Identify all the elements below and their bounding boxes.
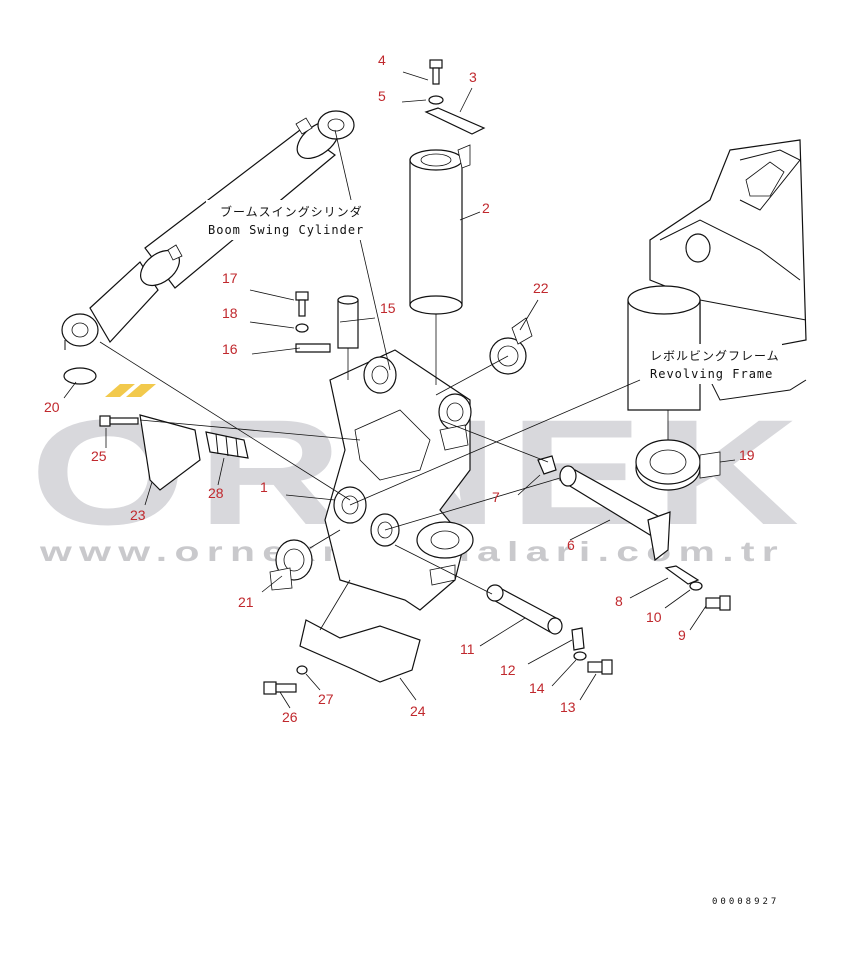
assembly-lines: [99, 129, 669, 631]
callout-5: 5: [378, 88, 386, 104]
callout-7: 7: [492, 489, 500, 505]
bolt-25: [99, 415, 139, 427]
callout-25: 25: [91, 448, 107, 464]
callout-14: 14: [529, 680, 545, 696]
bolt-9: [705, 595, 731, 611]
callout-8: 8: [615, 593, 623, 609]
cover-plate-24: [299, 619, 421, 683]
shim-22: [489, 317, 533, 375]
grease-fitting-7: [537, 455, 557, 475]
component-labels: ブームスイングシリンダ Boom Swing Cylinder レボルビングフレ…: [206, 200, 782, 384]
washer-27: [296, 665, 308, 675]
document-number: 00008927: [712, 897, 779, 907]
washer-18: [295, 323, 309, 333]
callouts: 1 2 3 4 5 6 7 8 9 10 11 12 13 14 15 16 1…: [44, 52, 755, 725]
callout-26: 26: [282, 709, 298, 725]
washer-14: [573, 651, 587, 661]
lock-plate-16: [295, 343, 331, 353]
callout-10: 10: [646, 609, 662, 625]
swing-bracket: [324, 349, 474, 611]
callout-3: 3: [469, 69, 477, 85]
lock-plate: [424, 107, 486, 135]
callout-13: 13: [560, 699, 576, 715]
pin-6: [558, 465, 671, 562]
bolt-4: [429, 59, 443, 85]
callout-9: 9: [678, 627, 686, 643]
callout-24: 24: [410, 703, 426, 719]
cylinder-label-en: Boom Swing Cylinder: [208, 223, 364, 237]
callout-17: 17: [222, 270, 238, 286]
lock-plate-12: [571, 627, 585, 651]
bushing-tube: [409, 144, 471, 385]
callout-28: 28: [208, 485, 224, 501]
callout-27: 27: [318, 691, 334, 707]
cylinder-label-jp: ブームスイングシリンダ: [220, 204, 363, 219]
watermark-accent: [105, 384, 135, 397]
bolt-13: [587, 659, 613, 675]
pin-11: [486, 584, 563, 635]
callout-12: 12: [500, 662, 516, 678]
callout-20: 20: [44, 399, 60, 415]
frame-label-jp: レボルビングフレーム: [650, 349, 780, 363]
callout-19: 19: [739, 447, 755, 463]
block-28: [205, 431, 249, 459]
callout-11: 11: [460, 641, 475, 657]
callout-23: 23: [130, 507, 146, 523]
callout-22: 22: [533, 280, 549, 296]
shim-19: [635, 439, 721, 491]
cover-23: [139, 414, 201, 491]
bolt-26: [263, 681, 297, 695]
callout-16: 16: [222, 341, 238, 357]
washer-10: [689, 581, 703, 591]
callout-15: 15: [380, 300, 396, 316]
bolt-17: [295, 291, 309, 317]
leader-lines: [63, 71, 736, 709]
callout-1: 1: [260, 479, 268, 495]
shim-21: [269, 539, 313, 591]
callout-6: 6: [567, 537, 575, 553]
shim-20: [63, 367, 97, 385]
callout-21: 21: [238, 594, 254, 610]
watermark-accent: [126, 384, 156, 397]
callout-18: 18: [222, 305, 238, 321]
pin-15: [337, 295, 359, 349]
callout-2: 2: [482, 200, 490, 216]
frame-label-en: Revolving Frame: [650, 367, 773, 381]
washer-5: [428, 95, 444, 105]
lock-plate-8: [664, 565, 700, 585]
callout-4: 4: [378, 52, 386, 68]
